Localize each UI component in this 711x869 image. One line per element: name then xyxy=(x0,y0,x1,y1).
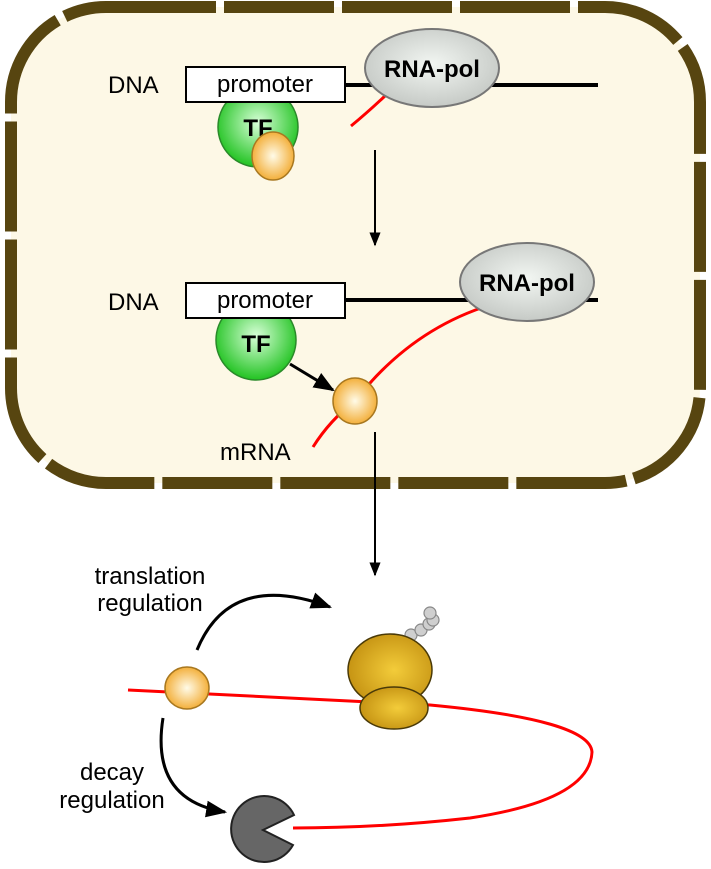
arrow-decay-regulation xyxy=(159,717,228,818)
mrna-strand-cytoplasm xyxy=(127,688,594,830)
rna-polymerase-mid xyxy=(459,242,595,322)
dna-label-top: DNA xyxy=(108,72,159,99)
tf-label-mid: TF xyxy=(241,331,270,358)
rna-binding-protein-top xyxy=(251,131,295,181)
arrow-translation-regulation xyxy=(195,592,332,651)
promoter-box-mid xyxy=(185,282,346,319)
rna-degrader-icon xyxy=(230,795,296,863)
translation-label-2: regulation xyxy=(97,590,202,617)
dna-label-mid: DNA xyxy=(108,289,159,316)
transcription-initiation: DNA promoter TF RNA-pol xyxy=(108,28,598,181)
nascent-mrna-top xyxy=(350,93,388,128)
mrna-label: mRNA xyxy=(220,439,291,466)
promoter-box-top xyxy=(185,66,346,103)
rnapol-label-mid: RNA-pol xyxy=(479,270,575,297)
post-transcriptional-regulation: translation regulation decay regulation xyxy=(59,563,594,863)
promoter-label-mid: promoter xyxy=(217,287,313,314)
ribosome-small-subunit xyxy=(359,686,429,730)
translation-label-1: translation xyxy=(95,563,206,590)
decay-label-2: regulation xyxy=(59,787,164,814)
mrna-strand-mid xyxy=(311,303,491,448)
transcription-elongation: DNA promoter TF RNA-pol mRNA xyxy=(108,242,598,466)
rna-polymerase-top xyxy=(364,28,500,108)
promoter-label-top: promoter xyxy=(217,71,313,98)
decay-label-1: decay xyxy=(80,759,144,786)
cell-membrane xyxy=(5,1,706,489)
rnapol-label-top: RNA-pol xyxy=(384,56,480,83)
rna-binding-protein-mid xyxy=(332,377,378,425)
arrow-tf-to-rbp xyxy=(289,362,335,392)
rna-binding-protein-bottom xyxy=(164,666,210,710)
